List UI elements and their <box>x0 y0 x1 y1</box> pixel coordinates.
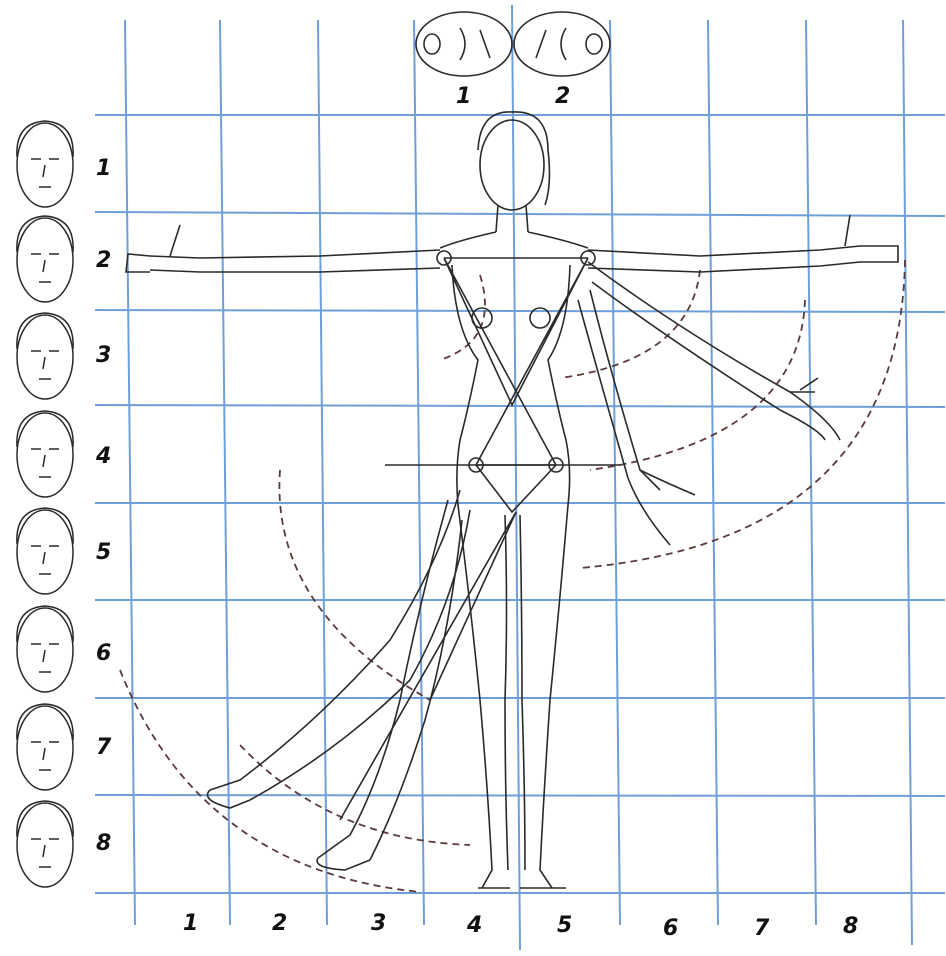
motion-arcs <box>120 260 905 892</box>
arm-arc-upper <box>440 275 485 360</box>
col-label-5: 5 <box>557 915 572 937</box>
grid-h-line <box>95 405 945 407</box>
grid-v-line <box>125 20 135 925</box>
row-label-5: 5 <box>96 542 111 564</box>
face-unit-6 <box>17 606 73 692</box>
arm-arc-outer <box>580 260 905 568</box>
col-label-3: 3 <box>371 913 386 935</box>
face-unit-2 <box>17 216 73 302</box>
face-unit-4 <box>17 411 73 497</box>
left-leg-standing <box>458 505 508 888</box>
figure-head <box>480 120 544 210</box>
right-leg-standing <box>520 505 568 888</box>
col-label-8: 8 <box>843 916 858 938</box>
row-label-7: 7 <box>96 737 111 759</box>
face-unit-1 <box>17 121 73 207</box>
face-unit-8 <box>17 801 73 887</box>
top-head-label-2: 2 <box>555 86 570 108</box>
leg-angled-inner <box>318 500 462 860</box>
right-arm-down <box>578 290 660 490</box>
right-arm-diagonal <box>588 262 815 410</box>
grid-h-line <box>95 795 945 796</box>
left-hand <box>126 225 180 272</box>
col-label-1: 1 <box>183 913 198 935</box>
grid-v-line <box>220 20 230 925</box>
left-arm-horizontal <box>150 250 440 272</box>
figure-neck <box>496 205 528 232</box>
row-label-4: 4 <box>96 446 111 468</box>
grid-v-line <box>318 20 327 925</box>
row-label-6: 6 <box>96 643 111 665</box>
female-figure <box>126 112 898 888</box>
row-label-2: 2 <box>96 250 111 272</box>
grid-v-line <box>806 20 816 925</box>
face-unit-3 <box>17 313 73 399</box>
grid-v-line <box>414 20 424 925</box>
grid-v-line <box>512 5 520 950</box>
right-arm-horizontal <box>588 246 860 272</box>
row-label-3: 3 <box>96 345 111 367</box>
top-head-1 <box>416 12 512 76</box>
row-label-1: 1 <box>96 158 111 180</box>
right-hand <box>845 215 898 262</box>
grid-v-line <box>610 20 620 925</box>
col-label-7: 7 <box>754 918 769 940</box>
grid-v-line <box>903 20 912 945</box>
foot-angled-inner <box>317 858 370 870</box>
col-label-2: 2 <box>272 913 287 935</box>
col-label-6: 6 <box>663 918 678 940</box>
arm-arc-middle <box>590 300 805 470</box>
right-hand-down <box>628 470 695 545</box>
grid-v-line <box>708 20 718 925</box>
grid <box>95 5 945 950</box>
face-column <box>17 121 73 887</box>
face-unit-5 <box>17 508 73 594</box>
face-unit-7 <box>17 704 73 790</box>
top-head-label-1: 1 <box>456 86 471 108</box>
col-label-4: 4 <box>467 915 482 937</box>
top-head-2 <box>514 12 610 76</box>
row-label-8: 8 <box>96 833 111 855</box>
